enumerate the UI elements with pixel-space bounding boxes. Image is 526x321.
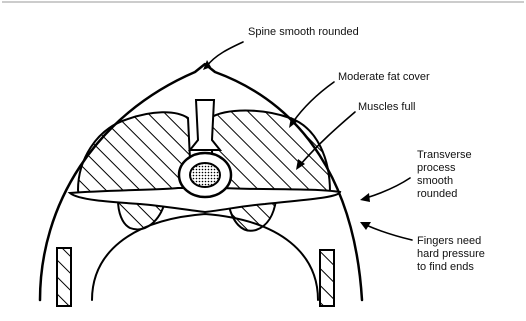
label-fingers: Fingers need hard pressure to find ends [417,235,488,273]
fingers-arrow [366,225,412,240]
left-rib [57,248,71,306]
right-rib [320,250,334,306]
label-fingers-line: to find ends [417,261,474,273]
label-transverse: Transverse process smooth rounded [417,149,475,200]
spine-arrow [207,42,243,66]
label-transverse-line: smooth [417,175,453,187]
label-transverse-line: rounded [417,188,457,200]
label-fingers-line: Fingers need [417,235,481,247]
label-muscles: Muscles full [358,101,415,113]
label-fingers-line: hard pressure [417,248,485,260]
label-transverse-line: Transverse [417,149,472,161]
label-transverse-line: process [417,162,456,174]
spinal-cord [190,163,220,187]
abdominal-cavity [92,214,318,300]
label-spine: Spine smooth rounded [248,26,359,38]
fat-arrow [293,82,334,122]
transverse-arrow [366,178,410,198]
label-fat: Moderate fat cover [338,71,430,83]
left-muscle [78,112,192,200]
